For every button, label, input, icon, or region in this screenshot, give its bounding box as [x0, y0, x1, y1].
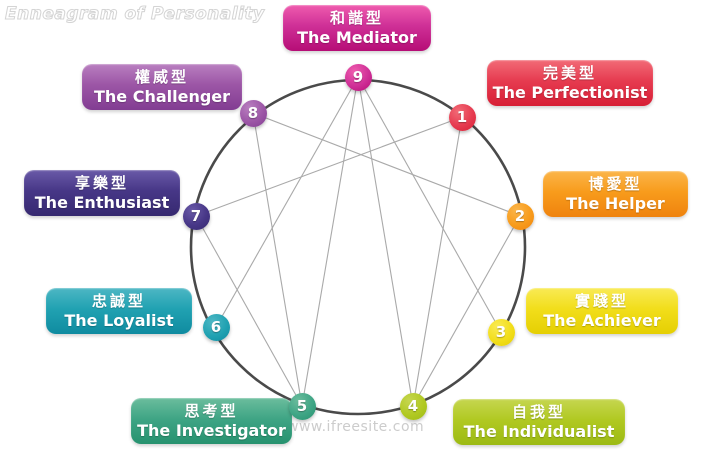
- type-label-mediator: 和諧型 The Mediator: [283, 5, 431, 51]
- type-label-helper: 博愛型 The Helper: [543, 171, 688, 217]
- type-name-chinese: 享樂型: [74, 174, 129, 192]
- type-name-english: The Investigator: [137, 421, 286, 440]
- type-label-perfectionist: 完美型 The Perfectionist: [487, 60, 653, 106]
- type-name-english: The Achiever: [543, 311, 661, 330]
- type-name-english: The Loyalist: [64, 311, 174, 330]
- type-name-chinese: 思考型: [184, 402, 239, 420]
- enneagram-circle: [189, 78, 527, 416]
- chord-line-2-8: [252, 112, 521, 217]
- chord-line-1-4: [412, 116, 463, 407]
- type-name-chinese: 和諧型: [329, 9, 384, 27]
- type-name-chinese: 權威型: [134, 68, 189, 86]
- chord-line-2-4: [412, 215, 521, 407]
- type-node-8: 8: [239, 99, 267, 127]
- type-name-english: The Enthusiast: [34, 193, 170, 212]
- type-name-english: The Perfectionist: [492, 83, 648, 102]
- type-label-challenger: 權威型 The Challenger: [82, 64, 242, 110]
- chord-line-1-7: [195, 116, 463, 217]
- type-node-1: 1: [448, 103, 476, 131]
- chord-line-5-8: [252, 112, 303, 407]
- type-label-loyalist: 忠誠型 The Loyalist: [46, 288, 192, 334]
- type-name-english: The Individualist: [463, 422, 615, 441]
- type-label-enthusiast: 享樂型 The Enthusiast: [24, 170, 180, 216]
- chord-line-9-5: [301, 76, 359, 407]
- type-label-investigator: 思考型 The Investigator: [131, 398, 292, 444]
- type-name-chinese: 自我型: [511, 403, 566, 421]
- type-name-chinese: 忠誠型: [91, 292, 146, 310]
- type-node-9: 9: [344, 63, 372, 91]
- chord-line-9-6: [215, 76, 359, 328]
- type-node-2: 2: [506, 202, 534, 230]
- type-name-english: The Mediator: [297, 28, 417, 47]
- type-name-chinese: 完美型: [542, 64, 597, 82]
- type-node-5: 5: [288, 392, 316, 420]
- type-name-english: The Helper: [566, 194, 665, 213]
- chord-line-9-4: [357, 76, 414, 407]
- type-name-chinese: 博愛型: [588, 175, 643, 193]
- type-node-4: 4: [399, 392, 427, 420]
- type-node-7: 7: [182, 202, 210, 230]
- type-name-chinese: 實踐型: [574, 292, 629, 310]
- chord-line-9-3: [357, 76, 502, 333]
- watermark: www.ifreesite.com: [287, 419, 425, 435]
- type-label-individualist: 自我型 The Individualist: [453, 399, 625, 445]
- type-name-english: The Challenger: [93, 87, 231, 106]
- chord-line-5-7: [195, 215, 303, 407]
- type-node-3: 3: [487, 318, 515, 346]
- page-title: Enneagram of Personality: [5, 4, 265, 25]
- type-node-6: 6: [202, 313, 230, 341]
- type-label-achiever: 實踐型 The Achiever: [526, 288, 678, 334]
